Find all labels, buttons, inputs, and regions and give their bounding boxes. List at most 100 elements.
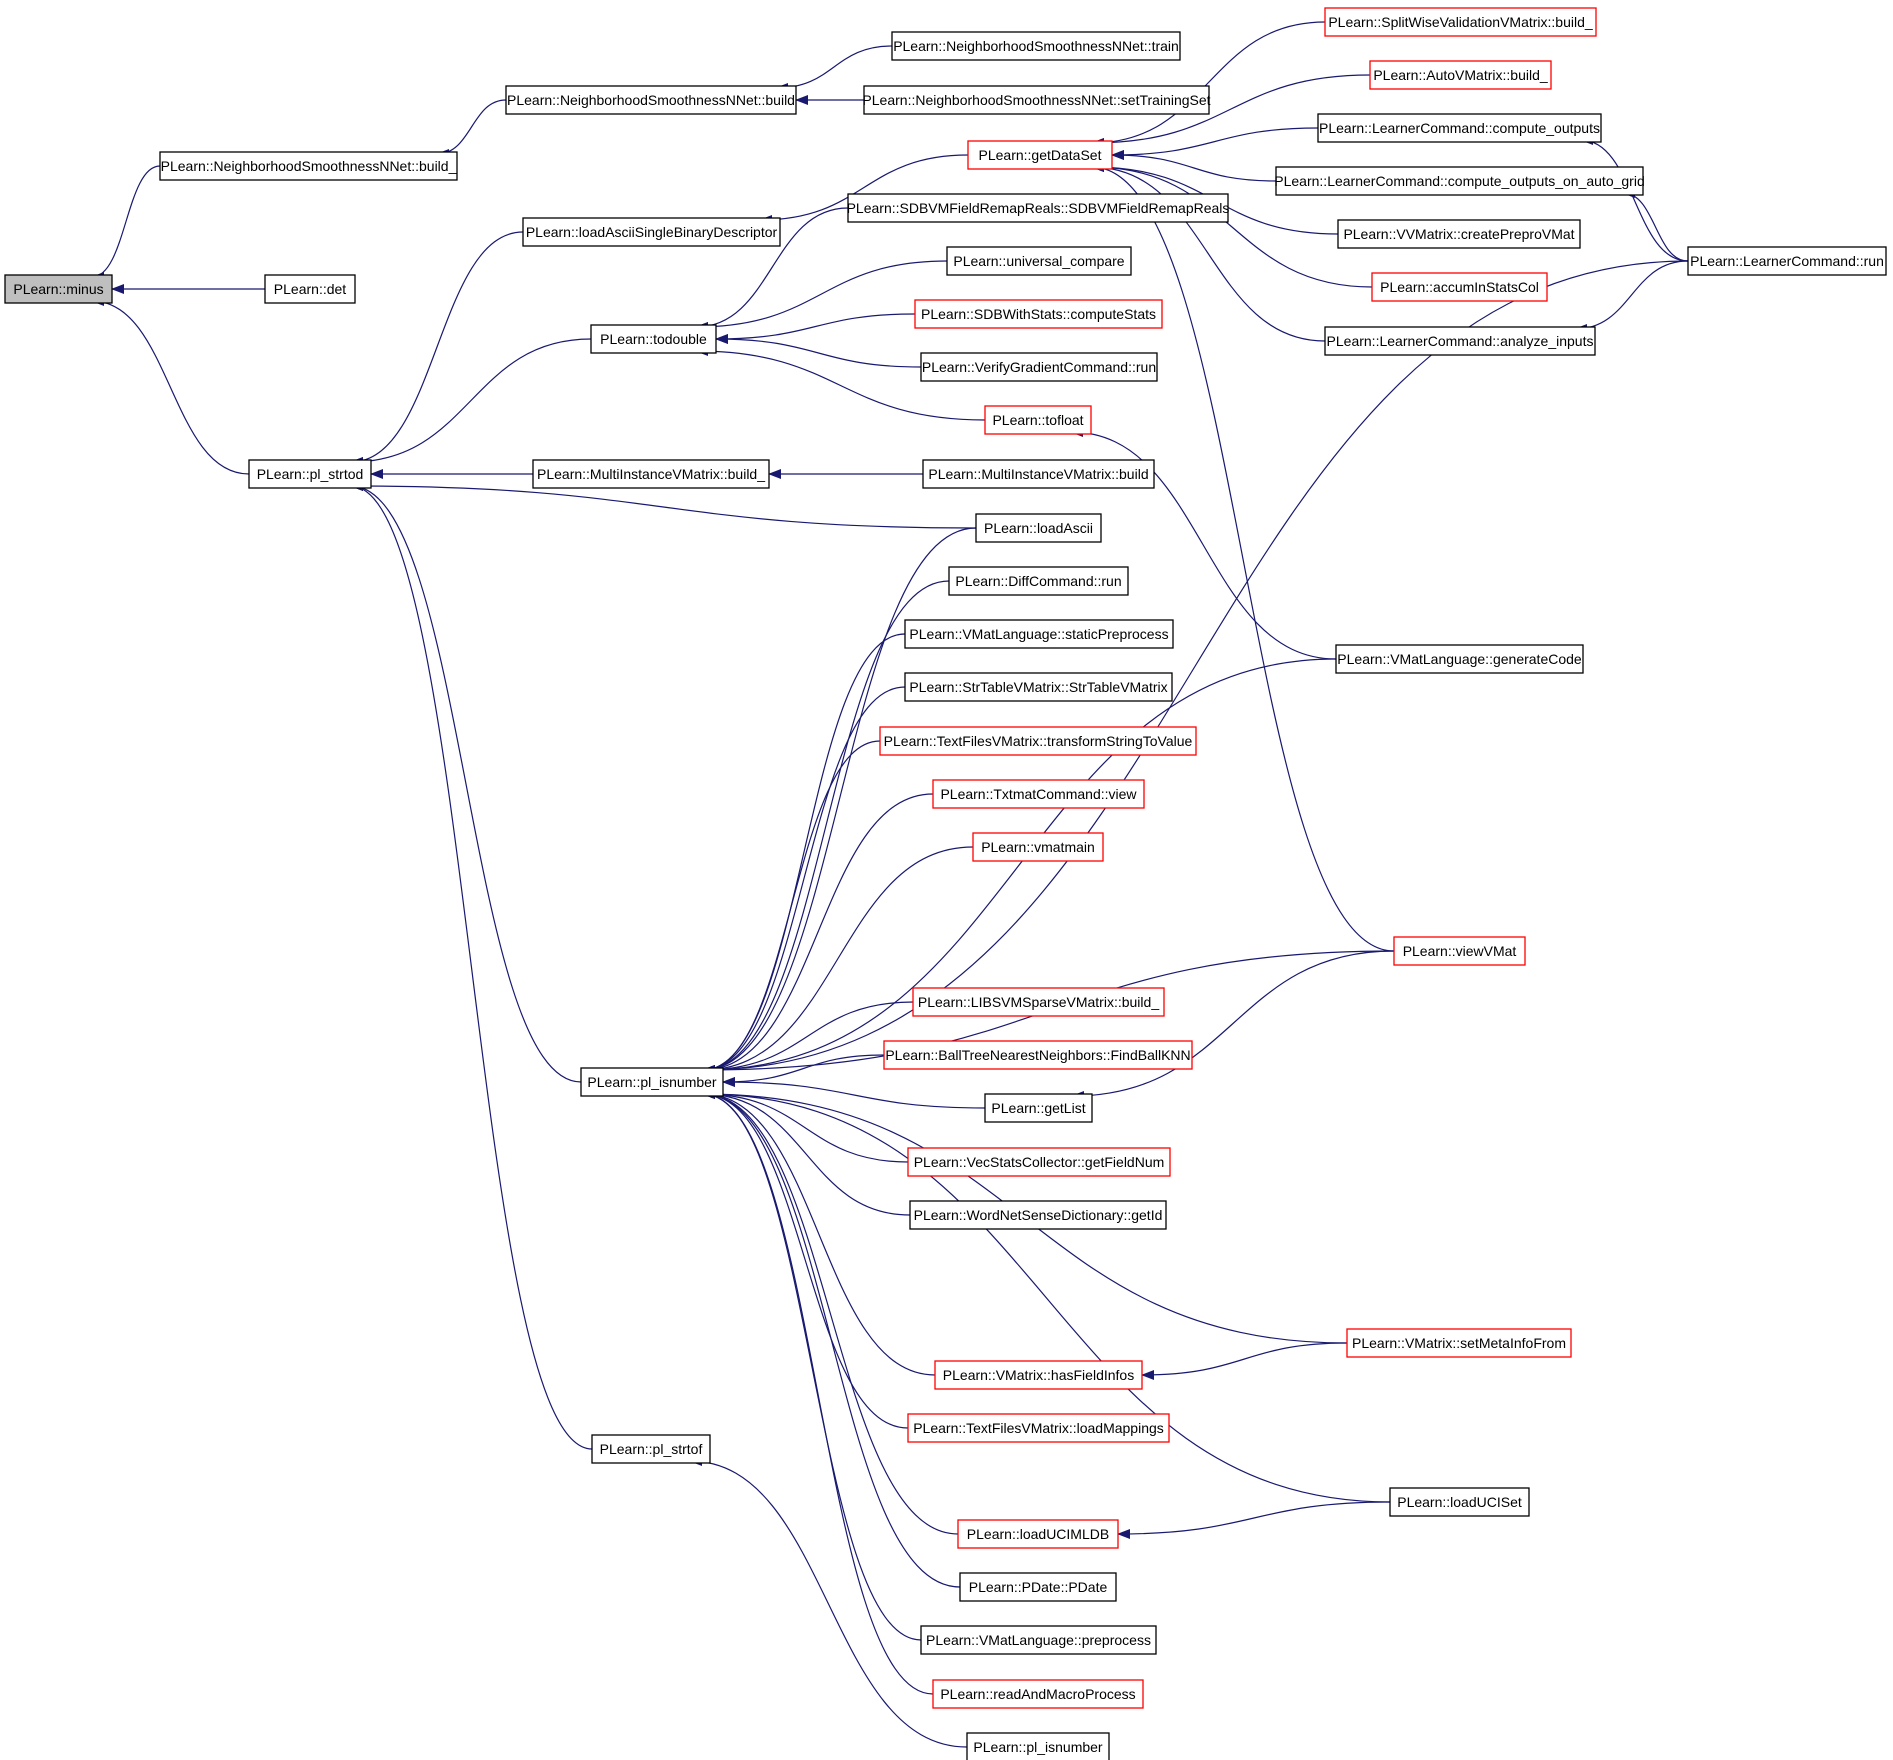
node-box[interactable] xyxy=(966,1732,1110,1760)
function-node-tfvtrans[interactable]: PLearn::TextFilesVMatrix::transformStrin… xyxy=(879,726,1197,756)
function-node-loadUCISet[interactable]: PLearn::loadUCISet xyxy=(1389,1487,1530,1517)
function-node-nstrain[interactable]: PLearn::NeighborhoodSmoothnessNNet::trai… xyxy=(891,31,1181,61)
node-box[interactable] xyxy=(883,1040,1193,1070)
node-box[interactable] xyxy=(907,1147,1171,1177)
node-box[interactable] xyxy=(967,140,1113,170)
node-box[interactable] xyxy=(922,459,1155,489)
function-node-balltree[interactable]: PLearn::BallTreeNearestNeighbors::FindBa… xyxy=(883,1040,1193,1070)
node-box[interactable] xyxy=(975,513,1102,543)
node-box[interactable] xyxy=(1346,1328,1572,1358)
node-box[interactable] xyxy=(959,1572,1117,1602)
function-node-libsvm[interactable]: PLearn::LIBSVMSparseVMatrix::build_ xyxy=(912,987,1165,1017)
function-node-getList[interactable]: PLearn::getList xyxy=(984,1093,1093,1123)
node-box[interactable] xyxy=(920,352,1158,382)
function-node-nsbuild[interactable]: PLearn::NeighborhoodSmoothnessNNet::buil… xyxy=(505,85,797,115)
function-node-vvm[interactable]: PLearn::VVMatrix::createPreproVMat xyxy=(1337,219,1581,249)
function-node-analyze[interactable]: PLearn::LearnerCommand::analyze_inputs xyxy=(1324,326,1596,356)
function-node-nsset[interactable]: PLearn::NeighborhoodSmoothnessNNet::setT… xyxy=(862,85,1211,115)
node-box[interactable] xyxy=(580,1067,724,1097)
node-box[interactable] xyxy=(904,619,1174,649)
node-box[interactable] xyxy=(532,459,770,489)
function-node-wordnet[interactable]: PLearn::WordNetSenseDictionary::getId xyxy=(909,1200,1167,1230)
function-node-mivbuild_[interactable]: PLearn::MultiInstanceVMatrix::build_ xyxy=(532,459,770,489)
node-box[interactable] xyxy=(1275,166,1644,196)
function-node-hasfield[interactable]: PLearn::VMatrix::hasFieldInfos xyxy=(934,1360,1143,1390)
node-box[interactable] xyxy=(522,217,781,247)
function-node-accum[interactable]: PLearn::accumInStatsCol xyxy=(1371,272,1548,302)
function-node-loadUCIMLDB[interactable]: PLearn::loadUCIMLDB xyxy=(957,1519,1119,1549)
node-box[interactable] xyxy=(248,459,372,489)
node-box[interactable] xyxy=(912,987,1165,1017)
node-box[interactable] xyxy=(946,246,1132,276)
node-box[interactable] xyxy=(914,299,1163,329)
function-node-pl_strtof[interactable]: PLearn::pl_strtof xyxy=(591,1434,711,1464)
function-node-sdbstats[interactable]: PLearn::SDBWithStats::computeStats xyxy=(914,299,1163,329)
node-box[interactable] xyxy=(909,1200,1167,1230)
function-node-pl_isnumber[interactable]: PLearn::pl_isnumber xyxy=(580,1067,724,1097)
function-node-setmeta[interactable]: PLearn::VMatrix::setMetaInfoFrom xyxy=(1346,1328,1572,1358)
node-box[interactable] xyxy=(932,1679,1144,1709)
node-box[interactable] xyxy=(1393,936,1526,966)
function-node-vecstats[interactable]: PLearn::VecStatsCollector::getFieldNum xyxy=(907,1147,1171,1177)
node-box[interactable] xyxy=(957,1519,1119,1549)
node-box[interactable] xyxy=(984,1093,1093,1123)
node-box[interactable] xyxy=(1335,644,1584,674)
node-box[interactable] xyxy=(159,151,458,181)
node-box[interactable] xyxy=(1369,60,1552,90)
node-box[interactable] xyxy=(891,31,1181,61)
function-node-todouble[interactable]: PLearn::todouble xyxy=(590,324,717,354)
function-node-autovm[interactable]: PLearn::AutoVMatrix::build_ xyxy=(1369,60,1552,90)
node-box[interactable] xyxy=(879,726,1197,756)
function-node-staticPre[interactable]: PLearn::VMatLanguage::staticPreprocess xyxy=(904,619,1174,649)
function-node-pdate[interactable]: PLearn::PDate::PDate xyxy=(959,1572,1117,1602)
node-box[interactable] xyxy=(1687,246,1887,276)
function-node-vmatmain[interactable]: PLearn::vmatmain xyxy=(972,832,1104,862)
node-box[interactable] xyxy=(847,193,1229,223)
node-box[interactable] xyxy=(264,274,356,304)
node-box[interactable] xyxy=(1337,219,1581,249)
node-box[interactable] xyxy=(904,672,1173,702)
function-node-ucompare[interactable]: PLearn::universal_compare xyxy=(946,246,1132,276)
node-box[interactable] xyxy=(907,1413,1170,1443)
node-box[interactable] xyxy=(984,405,1092,435)
node-box[interactable] xyxy=(972,832,1104,862)
function-node-loadAsciiSBD[interactable]: PLearn::loadAsciiSingleBinaryDescriptor xyxy=(522,217,781,247)
node-box[interactable] xyxy=(863,85,1210,115)
function-node-loadAscii[interactable]: PLearn::loadAscii xyxy=(975,513,1102,543)
node-box[interactable] xyxy=(1371,272,1548,302)
node-box[interactable] xyxy=(920,1625,1157,1655)
node-box[interactable] xyxy=(1317,113,1602,143)
function-node-mivbuild[interactable]: PLearn::MultiInstanceVMatrix::build xyxy=(922,459,1155,489)
function-node-minus[interactable]: PLearn::minus xyxy=(4,274,113,304)
node-box[interactable] xyxy=(1324,326,1596,356)
function-node-tfvload[interactable]: PLearn::TextFilesVMatrix::loadMappings xyxy=(907,1413,1170,1443)
function-node-pl_strtod[interactable]: PLearn::pl_strtod xyxy=(248,459,372,489)
node-box[interactable] xyxy=(590,324,717,354)
node-box[interactable] xyxy=(505,85,797,115)
function-node-det[interactable]: PLearn::det xyxy=(264,274,356,304)
function-node-pl_isnumber2[interactable]: PLearn::pl_isnumber xyxy=(966,1732,1110,1760)
node-box[interactable] xyxy=(948,566,1129,596)
function-node-lccompute[interactable]: PLearn::LearnerCommand::compute_outputs xyxy=(1317,113,1602,143)
function-node-viewVMat[interactable]: PLearn::viewVMat xyxy=(1393,936,1526,966)
node-box[interactable] xyxy=(4,274,113,304)
function-node-splitwise[interactable]: PLearn::SplitWiseValidationVMatrix::buil… xyxy=(1324,7,1597,37)
function-node-lcgrid[interactable]: PLearn::LearnerCommand::compute_outputs_… xyxy=(1274,166,1645,196)
function-node-vgcrun[interactable]: PLearn::VerifyGradientCommand::run xyxy=(920,352,1158,382)
node-box[interactable] xyxy=(591,1434,711,1464)
function-node-txtview[interactable]: PLearn::TxtmatCommand::view xyxy=(932,779,1145,809)
node-box[interactable] xyxy=(1389,1487,1530,1517)
function-node-readmacro[interactable]: PLearn::readAndMacroProcess xyxy=(932,1679,1144,1709)
function-node-strtable[interactable]: PLearn::StrTableVMatrix::StrTableVMatrix xyxy=(904,672,1173,702)
node-box[interactable] xyxy=(1324,7,1597,37)
function-node-vmlpre[interactable]: PLearn::VMatLanguage::preprocess xyxy=(920,1625,1157,1655)
node-box[interactable] xyxy=(932,779,1145,809)
function-node-sdbvmf[interactable]: PLearn::SDBVMFieldRemapReals::SDBVMField… xyxy=(847,193,1230,223)
function-node-diffrun[interactable]: PLearn::DiffCommand::run xyxy=(948,566,1129,596)
function-node-lcrun[interactable]: PLearn::LearnerCommand::run xyxy=(1687,246,1887,276)
function-node-gencode[interactable]: PLearn::VMatLanguage::generateCode xyxy=(1335,644,1584,674)
function-node-build_[interactable]: PLearn::NeighborhoodSmoothnessNNet::buil… xyxy=(159,151,458,181)
node-box[interactable] xyxy=(934,1360,1143,1390)
function-node-getDataSet[interactable]: PLearn::getDataSet xyxy=(967,140,1113,170)
function-node-tofloat[interactable]: PLearn::tofloat xyxy=(984,405,1092,435)
